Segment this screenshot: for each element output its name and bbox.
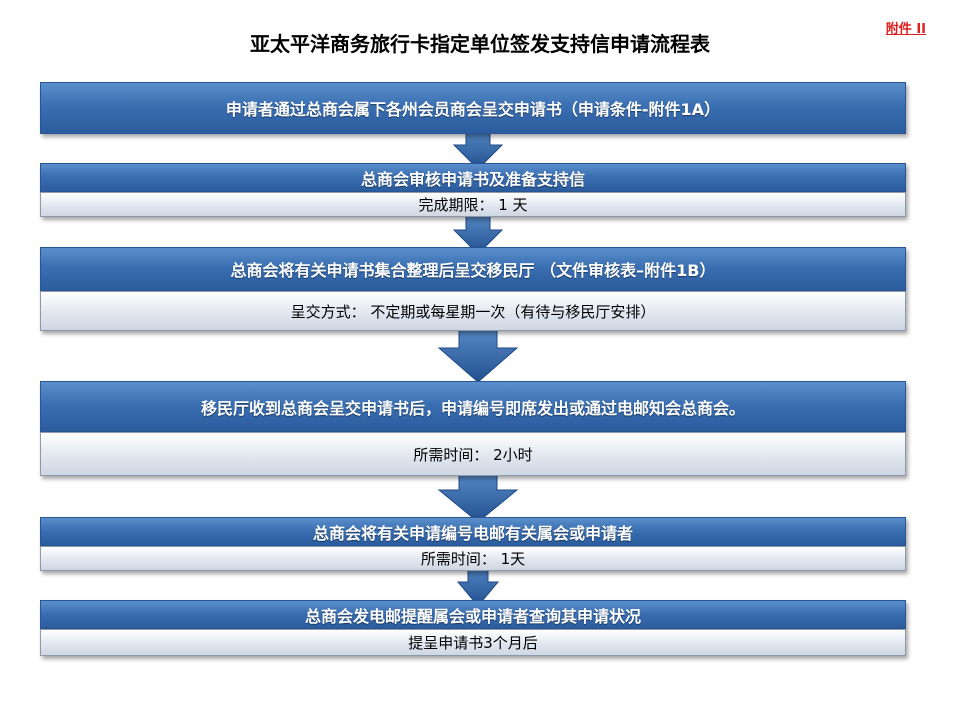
step-1-title: 申请者通过总商会属下各州会员商会呈交申请书（申请条件-附件1A） bbox=[40, 82, 906, 134]
step-2-title: 总商会审核申请书及准备支持信 bbox=[40, 163, 906, 192]
flow-step-2: 总商会审核申请书及准备支持信 完成期限： 1 天 bbox=[40, 163, 906, 217]
step-3-note: 呈交方式： 不定期或每星期一次（有待与移民厅安排） bbox=[40, 291, 906, 331]
flow-step-4: 移民厅收到总商会呈交申请书后，申请编号即席发出或通过电邮知会总商会。 所需时间：… bbox=[40, 381, 906, 476]
step-5-note: 所需时间： 1天 bbox=[40, 546, 906, 571]
step-4-title: 移民厅收到总商会呈交申请书后，申请编号即席发出或通过电邮知会总商会。 bbox=[40, 381, 906, 432]
flow-arrow-3-icon bbox=[437, 324, 519, 383]
flow-step-3: 总商会将有关申请书集合整理后呈交移民厅 （文件审核表–附件1B） 呈交方式： 不… bbox=[40, 247, 906, 331]
annex-label: 附件 II bbox=[885, 22, 926, 37]
flow-step-6: 总商会发电邮提醒属会或申请者查询其申请状况 提呈申请书3个月后 bbox=[40, 600, 906, 656]
step-6-note: 提呈申请书3个月后 bbox=[40, 629, 906, 656]
flow-step-1: 申请者通过总商会属下各州会员商会呈交申请书（申请条件-附件1A） bbox=[40, 82, 906, 134]
step-4-note: 所需时间： 2小时 bbox=[40, 432, 906, 476]
step-5-title: 总商会将有关申请编号电邮有关属会或申请者 bbox=[40, 517, 906, 546]
step-2-note: 完成期限： 1 天 bbox=[40, 192, 906, 217]
flow-arrow-4-icon bbox=[437, 468, 519, 523]
step-3-title: 总商会将有关申请书集合整理后呈交移民厅 （文件审核表–附件1B） bbox=[40, 247, 906, 291]
page-title: 亚太平洋商务旅行卡指定单位签发支持信申请流程表 bbox=[250, 32, 710, 56]
flow-step-5: 总商会将有关申请编号电邮有关属会或申请者 所需时间： 1天 bbox=[40, 517, 906, 571]
step-6-title: 总商会发电邮提醒属会或申请者查询其申请状况 bbox=[40, 600, 906, 629]
